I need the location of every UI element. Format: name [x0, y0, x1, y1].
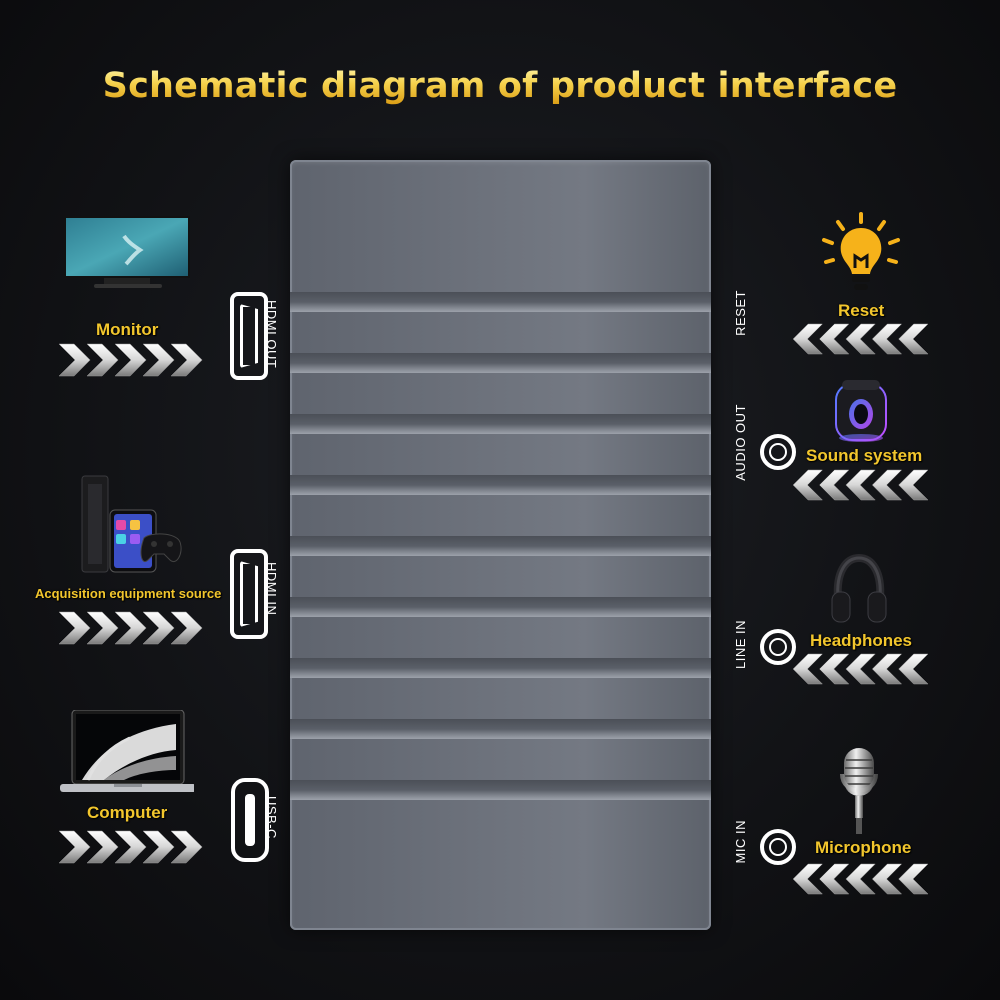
- hdmi-out-port-icon: [230, 292, 268, 380]
- arrow-strip-monitor: [58, 343, 203, 377]
- chevron-arrow-icon: [170, 343, 203, 377]
- microphone-icon: [840, 748, 878, 834]
- port-label-audio-out: AUDIO OUT: [733, 404, 748, 481]
- mic-in-jack-icon: [760, 829, 796, 865]
- arrow-strip-computer: [58, 830, 203, 864]
- device-rib: [290, 475, 711, 495]
- chevron-arrow-icon: [871, 469, 903, 501]
- device-label-acquisition-source: Acquisition equipment source: [35, 586, 222, 601]
- chevron-arrow-icon: [845, 469, 876, 501]
- chevron-arrow-icon: [114, 343, 147, 377]
- device-rib: [290, 414, 711, 434]
- arrow-strip-headphones: [792, 653, 929, 685]
- device-rib: [290, 658, 711, 678]
- device-label-microphone: Microphone: [815, 838, 912, 857]
- chevron-arrow-icon: [58, 830, 91, 864]
- device-rib: [290, 292, 711, 312]
- chevron-arrow-icon: [86, 830, 119, 864]
- chevron-arrow-icon: [58, 611, 91, 645]
- device-rib: [290, 536, 711, 556]
- device-rib: [290, 780, 711, 800]
- chevron-arrow-icon: [819, 863, 850, 895]
- chevron-arrow-icon: [819, 653, 850, 685]
- chevron-arrow-icon: [819, 469, 850, 501]
- headphones-icon: [831, 554, 887, 623]
- chevron-arrow-icon: [170, 830, 203, 864]
- chevron-arrow-icon: [845, 653, 876, 685]
- chevron-arrow-icon: [871, 323, 903, 355]
- usb-c-port-icon: [231, 778, 269, 862]
- chevron-arrow-icon: [898, 863, 929, 895]
- monitor-icon: [64, 216, 190, 288]
- chevron-arrow-icon: [142, 611, 175, 645]
- chevron-arrow-icon: [819, 323, 850, 355]
- chevron-arrow-icon: [898, 323, 929, 355]
- device-label-monitor: Monitor: [96, 320, 159, 339]
- chevron-arrow-icon: [792, 469, 824, 501]
- arrow-strip-sound-system: [792, 469, 929, 501]
- chevron-arrow-icon: [845, 323, 876, 355]
- chevron-arrow-icon: [845, 863, 876, 895]
- chevron-arrow-icon: [792, 863, 824, 895]
- port-label-mic-in: MIC IN: [733, 820, 748, 864]
- port-label-line-in: LINE IN: [733, 620, 748, 670]
- device-rib: [290, 353, 711, 373]
- chevron-arrow-icon: [86, 343, 119, 377]
- device-rib: [290, 719, 711, 739]
- device-rib: [290, 597, 711, 617]
- chevron-arrow-icon: [114, 611, 147, 645]
- device-label-sound-system: Sound system: [806, 446, 923, 465]
- arrow-strip-microphone: [792, 863, 929, 895]
- chevron-arrow-icon: [142, 343, 175, 377]
- line-in-jack-icon: [760, 629, 796, 665]
- chevron-arrow-icon: [898, 469, 929, 501]
- page-title: Schematic diagram of product interface: [0, 66, 1000, 106]
- lightbulb-icon: [822, 212, 900, 290]
- game-console-tablet-icon: [81, 475, 182, 573]
- device-label-headphones: Headphones: [810, 631, 913, 650]
- chevron-arrow-icon: [898, 653, 929, 685]
- speaker-icon: [835, 380, 887, 442]
- chevron-arrow-icon: [114, 830, 147, 864]
- audio-out-jack-icon: [760, 434, 796, 470]
- chevron-arrow-icon: [86, 611, 119, 645]
- chevron-arrow-icon: [871, 863, 903, 895]
- arrow-strip-acquisition: [58, 611, 203, 645]
- capture-device-body: [290, 160, 711, 930]
- laptop-icon: [60, 710, 194, 792]
- arrow-strip-reset: [792, 323, 929, 355]
- hdmi-in-port-icon: [230, 549, 268, 639]
- chevron-arrow-icon: [142, 830, 175, 864]
- chevron-arrow-icon: [792, 323, 824, 355]
- chevron-arrow-icon: [170, 611, 203, 645]
- port-label-reset: RESET: [733, 290, 748, 336]
- chevron-arrow-icon: [58, 343, 91, 377]
- device-label-reset: Reset: [838, 301, 885, 320]
- chevron-arrow-icon: [871, 653, 903, 685]
- device-label-computer: Computer: [87, 803, 168, 822]
- chevron-arrow-icon: [792, 653, 824, 685]
